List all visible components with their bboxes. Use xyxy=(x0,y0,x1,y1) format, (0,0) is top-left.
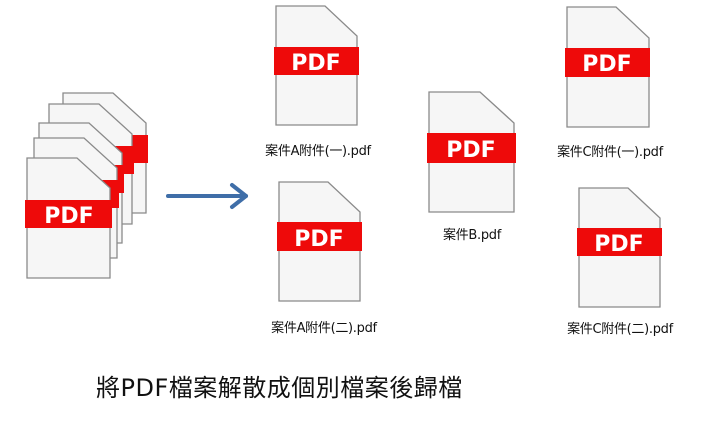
right-arrow-icon xyxy=(166,182,252,214)
pdf-file-icon: PDF xyxy=(274,5,359,126)
svg-text:PDF: PDF xyxy=(582,52,631,77)
pdf-file-a2[interactable]: PDF xyxy=(277,181,363,303)
diagram-caption: 將PDF檔案解散成個別檔案後歸檔 xyxy=(96,374,463,402)
pdf-file-a1[interactable]: PDF xyxy=(274,5,360,127)
pdf-file-b[interactable]: PDF xyxy=(427,91,517,215)
pdf-file-c2[interactable]: PDF xyxy=(577,187,663,311)
svg-text:PDF: PDF xyxy=(594,232,643,257)
pdf-file-icon: PDF xyxy=(565,6,650,128)
svg-text:PDF: PDF xyxy=(291,51,340,76)
pdf-file-c1[interactable]: PDF xyxy=(565,6,651,130)
svg-text:PDF: PDF xyxy=(446,138,495,163)
pdf-file-icon: PDF xyxy=(577,187,662,308)
file-name-label: 案件A附件(一).pdf xyxy=(265,144,371,159)
file-name-label: 案件C附件(二).pdf xyxy=(567,322,673,337)
pdf-file-icon: PDF xyxy=(427,91,516,213)
file-name-label: 案件A附件(二).pdf xyxy=(271,321,377,336)
stacked-pdf-files: PDF xyxy=(20,90,160,290)
stacked-pdf-icon: PDF xyxy=(25,92,148,279)
svg-text:PDF: PDF xyxy=(294,227,343,252)
pdf-file-icon: PDF xyxy=(277,181,362,302)
file-name-label: 案件C附件(一).pdf xyxy=(557,145,663,160)
file-name-label: 案件B.pdf xyxy=(442,228,502,243)
svg-text:PDF: PDF xyxy=(44,204,93,229)
